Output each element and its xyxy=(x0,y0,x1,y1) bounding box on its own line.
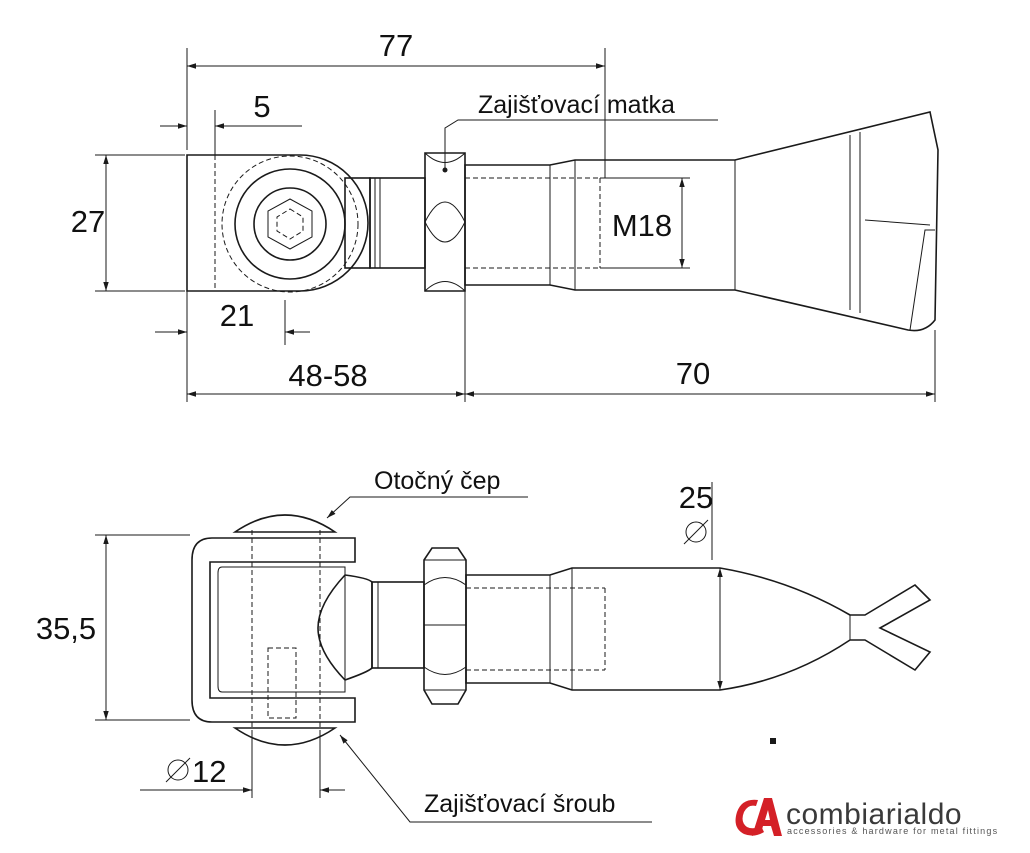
dim-height-top: 27 xyxy=(71,204,105,239)
locking-nut xyxy=(424,152,466,292)
logo-name: combiarialdo xyxy=(786,798,962,831)
diameter-symbol xyxy=(165,757,191,783)
dim-overall-length: 77 xyxy=(379,28,413,63)
callout-locking-screw: Zajišťovací šroub xyxy=(424,790,615,818)
screw-head-bottom xyxy=(232,727,338,746)
eye-outer-circle xyxy=(234,168,346,280)
hex-socket xyxy=(267,198,313,250)
dim-height-side: 35,5 xyxy=(36,611,96,646)
handle-body-side xyxy=(465,567,932,691)
dim-eye-offset: 5 xyxy=(253,89,270,124)
logo-mark-icon xyxy=(735,798,782,836)
pin-head-top xyxy=(232,514,338,533)
handle-body xyxy=(464,111,939,332)
callout-locking-nut: Zajišťovací matka xyxy=(478,91,675,119)
dim-pin-diameter: 12 xyxy=(192,754,226,789)
clevis xyxy=(191,537,356,723)
screw-head xyxy=(253,187,327,261)
dim-eye-center: 21 xyxy=(220,298,254,333)
logo-tagline: accessories & hardware for metal fitting… xyxy=(787,826,998,836)
callout-pivot-pin: Otočný čep xyxy=(374,467,500,495)
top-view: 77 5 27 21 48-58 70 M18 Zajišťovací xyxy=(71,28,939,402)
dim-handle-diameter: 25 xyxy=(679,480,713,515)
brand-logo: combiarialdo accessories & hardware for … xyxy=(735,798,998,836)
thread-label: M18 xyxy=(612,208,672,243)
eye-block xyxy=(186,154,369,292)
locking-nut-side xyxy=(423,547,467,705)
diameter-symbol xyxy=(683,519,709,545)
side-view: 25 35,5 12 Otočný čep Zajišťovací šroub xyxy=(36,467,932,823)
dim-body-range: 48-58 xyxy=(288,358,367,393)
thread-section xyxy=(369,177,426,269)
dim-handle-length: 70 xyxy=(676,356,710,391)
